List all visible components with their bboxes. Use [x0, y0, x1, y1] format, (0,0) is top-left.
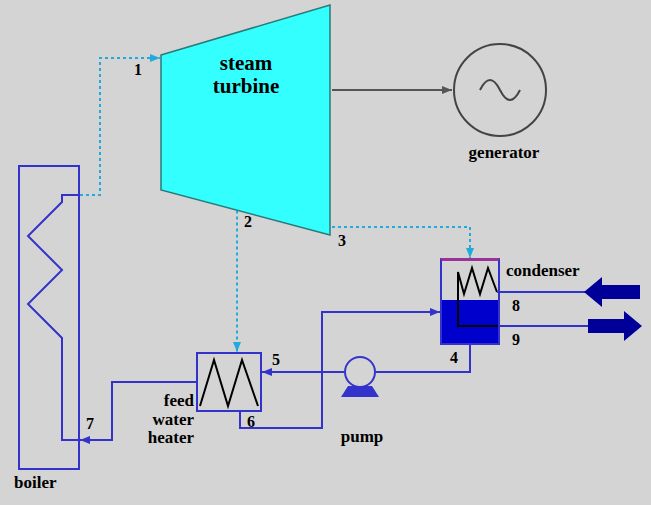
callout-number: 7	[86, 416, 94, 432]
callout-number: 8	[512, 298, 520, 314]
condenser-outline	[440, 258, 500, 345]
callout-number: 5	[272, 352, 280, 368]
flow-line	[240, 312, 440, 428]
flow-line	[262, 371, 344, 373]
flow-line	[80, 58, 160, 195]
callout-number: 6	[247, 414, 255, 430]
boiler-outline	[18, 165, 80, 470]
flow-line	[332, 227, 470, 258]
flow-line	[236, 210, 238, 352]
steam-turbine: steam turbine	[160, 2, 332, 238]
condenser-coil	[458, 268, 498, 326]
feed-water-heater-outline	[196, 352, 262, 412]
condensate-water	[442, 300, 498, 343]
callout-number: 3	[338, 233, 346, 249]
cooling-water-in-arrow	[584, 277, 640, 307]
pump-outline	[344, 356, 376, 388]
cooling-water-in-line	[497, 291, 586, 293]
callout-number: 9	[512, 332, 520, 348]
flow-line	[332, 89, 452, 91]
node-label: condenser	[506, 262, 600, 281]
node-label: feed water heater	[130, 392, 194, 448]
boiler-coil	[28, 195, 80, 440]
generator-outline	[452, 42, 548, 138]
node-label: boiler	[14, 474, 86, 493]
flow-line	[376, 345, 470, 372]
node-label: pump	[330, 428, 394, 447]
steam-turbine-outline	[160, 2, 332, 238]
boiler: boiler	[18, 165, 90, 500]
node-label: steam turbine	[196, 52, 296, 98]
callout-number: 2	[244, 214, 252, 230]
heater-coil	[200, 360, 258, 406]
callout-number: 4	[450, 350, 458, 366]
cooling-water-out-line	[498, 325, 588, 327]
generator: generator	[448, 40, 560, 170]
cooling-water-out-arrow	[588, 311, 642, 341]
condenser: condenser	[440, 258, 600, 348]
node-label: generator	[448, 144, 560, 163]
callout-number: 1	[134, 62, 142, 78]
pump: pump	[334, 352, 390, 452]
feed-water-heater: feed water heater	[130, 352, 262, 462]
